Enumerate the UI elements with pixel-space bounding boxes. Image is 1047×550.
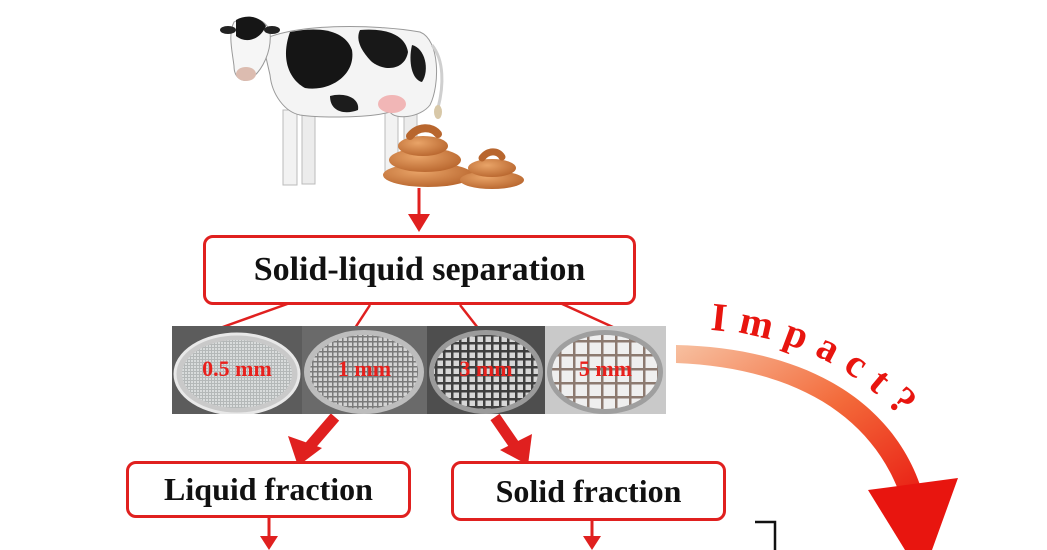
impact-text-path: Impact? — [709, 300, 922, 432]
solid-fraction-box: Solid fraction — [451, 461, 726, 521]
bracket — [755, 520, 777, 550]
screen-label: 5 mm — [578, 356, 633, 381]
manure-pile-icon — [383, 124, 524, 189]
separation-box: Solid-liquid separation — [203, 235, 636, 305]
screen-label: 0.5 mm — [202, 356, 272, 381]
impact-label: Impact? — [700, 300, 1000, 480]
screen-label: 3 mm — [459, 356, 513, 381]
impact-text: Impact? — [709, 300, 934, 432]
screen-label: 1 mm — [337, 356, 392, 381]
screen-0-5mm: 0.5 mm — [172, 326, 302, 414]
arrow-below-solid — [583, 517, 601, 550]
arrow-to-separation — [408, 188, 430, 232]
impact-arrow — [676, 345, 958, 550]
arrow-below-liquid — [260, 515, 278, 550]
cow-illustration — [220, 16, 444, 186]
sieve-screen-photo-coarse — [545, 326, 666, 414]
arrow-to-solid — [490, 413, 532, 465]
svg-text:Impact?: Impact? — [709, 300, 934, 432]
sieve-screen-photo-fine — [172, 326, 302, 414]
screen-5mm: 5 mm — [545, 326, 666, 414]
liquid-fraction-label: Liquid fraction — [164, 471, 373, 507]
screen-1mm: 1 mm — [302, 326, 427, 414]
screen-connectors — [219, 301, 616, 330]
separation-label: Solid-liquid separation — [253, 251, 586, 288]
screen-3mm: 3 mm — [427, 326, 545, 414]
sieve-screen-photo-small — [302, 326, 427, 414]
liquid-fraction-box: Liquid fraction — [126, 461, 411, 518]
sieve-screen-photo-medium — [427, 326, 545, 414]
solid-fraction-label: Solid fraction — [495, 472, 682, 509]
arrow-to-liquid — [288, 413, 340, 466]
